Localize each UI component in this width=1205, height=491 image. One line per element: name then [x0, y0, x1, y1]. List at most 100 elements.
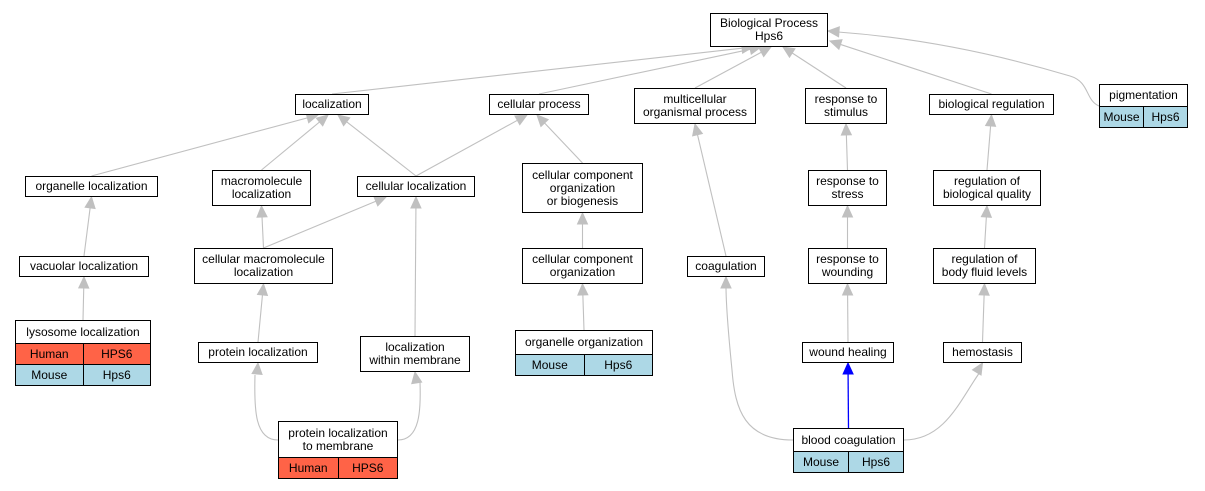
node-label: regulation of body fluid levels — [941, 252, 1028, 279]
edge-biological-regulation-to-root-arrowhead — [828, 39, 843, 51]
cellular-macromolecule-localization-node[interactable]: cellular macromolecule localization — [194, 248, 333, 284]
edge-vacuolar-localization-to-organelle-localization-arrowhead — [84, 195, 96, 210]
edge-organelle-organization-to-cco-arrowhead — [577, 282, 589, 296]
edge-regulation-quality-to-biological-regulation — [986, 125, 992, 171]
hemostasis-node[interactable]: hemostasis — [943, 342, 1022, 363]
regulation-quality-node[interactable]: regulation of biological quality — [933, 170, 1041, 206]
response-stimulus-node[interactable]: response to stimulus — [805, 88, 887, 124]
species-cell: Mouse — [1103, 109, 1140, 124]
edge-protein-localization-to-cellular-macromolecule-localization — [257, 294, 264, 343]
node-label: hemostasis — [952, 345, 1013, 359]
edge-cellular-localization-to-cellular-process — [415, 119, 518, 177]
localization-within-membrane-node[interactable]: localization within membrane — [360, 336, 470, 372]
edge-response-stimulus-to-root-arrowhead — [781, 46, 796, 59]
gene-cell: Hps6 — [848, 452, 903, 472]
edge-pigmentation-to-root — [837, 31, 1100, 107]
node-label: vacuolar localization — [29, 259, 139, 273]
edge-cco-to-ccob-arrowhead — [576, 211, 589, 225]
edge-response-stimulus-to-root — [791, 52, 847, 89]
gene-cell: Hps6 — [1143, 107, 1187, 127]
species-cell: Human — [29, 346, 69, 361]
cco-node[interactable]: cellular component organization — [522, 248, 643, 284]
vacuolar-localization-node[interactable]: vacuolar localization — [19, 256, 149, 277]
edge-pigmentation-to-root-arrowhead — [826, 26, 840, 38]
node-label: cellular localization — [365, 179, 467, 193]
edge-localization-within-membrane-to-cellular-localization — [414, 207, 417, 337]
ccob-node[interactable]: cellular component organization or bioge… — [522, 163, 643, 213]
node-label: response to stress — [816, 174, 879, 201]
node-label: regulation of biological quality — [942, 174, 1032, 201]
edge-protein-localization-membrane-to-protein-localization — [254, 374, 279, 441]
multicellular-node[interactable]: multicellular organismal process — [634, 88, 756, 124]
edge-coagulation-to-multicellular-arrowhead — [692, 122, 704, 137]
response-stress-node[interactable]: response to stress — [808, 170, 887, 206]
node-label: lysosome localization — [26, 324, 140, 339]
protein-localization-node[interactable]: protein localization — [198, 342, 318, 363]
edge-regulation-body-fluid-to-regulation-quality-arrowhead — [980, 204, 993, 218]
edge-hemostasis-to-regulation-body-fluid — [981, 294, 985, 343]
edge-ccob-to-cellular-process — [544, 122, 583, 164]
species-cell: Mouse — [802, 454, 840, 469]
edge-blood-coagulation-to-coagulation-arrowhead — [720, 275, 732, 289]
edge-macromolecule-localization-to-localization — [261, 121, 320, 171]
edge-protein-localization-membrane-to-localization-within-membrane — [397, 381, 421, 441]
edge-macromolecule-localization-to-localization-arrowhead — [315, 114, 329, 127]
node-label: localization within membrane — [369, 340, 461, 367]
node-label: blood coagulation — [801, 432, 896, 447]
edge-biological-regulation-to-root — [840, 43, 992, 95]
coagulation-node[interactable]: coagulation — [687, 256, 765, 277]
node-label: cellular process — [497, 97, 581, 111]
annotation-row-mouse: Mouse Hps6 — [794, 451, 903, 472]
node-label: wound healing — [809, 345, 887, 359]
edge-ccob-to-cellular-process-arrowhead — [536, 114, 550, 128]
edge-cellular-macromolecule-localization-to-cellular-localization — [263, 200, 377, 249]
edge-vacuolar-localization-to-organelle-localization — [83, 207, 91, 257]
cellular-localization-node[interactable]: cellular localization — [357, 176, 475, 197]
edge-blood-coagulation-to-hemostasis — [903, 371, 981, 441]
wound-healing-node[interactable]: wound healing — [802, 342, 894, 363]
macromolecule-localization-node[interactable]: macromolecule localization — [212, 170, 311, 206]
edge-blood-coagulation-to-wound-healing-arrowhead — [842, 361, 854, 375]
edge-cellular-localization-to-cellular-process-arrowhead — [514, 114, 529, 126]
organelle-localization-node[interactable]: organelle localization — [25, 176, 158, 197]
node-label: localization — [302, 97, 362, 111]
species-cell: Mouse — [531, 357, 568, 372]
edge-protein-localization-membrane-to-localization-within-membrane-arrowhead — [411, 370, 423, 385]
edge-response-stress-to-response-stimulus-arrowhead — [840, 122, 853, 136]
node-label: coagulation — [695, 259, 757, 273]
edge-multicellular-to-root-arrowhead — [758, 46, 773, 58]
edge-hemostasis-to-regulation-body-fluid-arrowhead — [978, 282, 990, 296]
edge-wound-healing-to-response-wounding-arrowhead — [841, 282, 854, 296]
localization-node[interactable]: localization — [295, 94, 369, 115]
node-label: pigmentation — [1109, 88, 1178, 102]
root-node[interactable]: Biological Process Hps6 — [710, 13, 828, 47]
cellular-process-node[interactable]: cellular process — [489, 94, 589, 115]
node-label: biological regulation — [938, 97, 1045, 111]
edge-localization-to-root — [331, 47, 743, 95]
edge-blood-coagulation-to-hemostasis-arrowhead — [971, 361, 984, 376]
species-cell: Mouse — [31, 367, 68, 382]
response-wounding-node[interactable]: response to wounding — [808, 248, 887, 284]
node-label: response to stimulus — [814, 92, 878, 119]
gene-cell: HPS6 — [82, 344, 151, 364]
edge-lysosome-localization-to-vacuolar-localization-arrowhead — [77, 275, 90, 289]
edge-cellular-macromolecule-localization-to-macromolecule-localization-arrowhead — [256, 204, 268, 218]
node-label: organelle organization — [524, 335, 644, 349]
annotation-row-human: Human HPS6 — [16, 343, 150, 364]
edge-cellular-process-to-root — [538, 48, 751, 95]
edge-cellular-macromolecule-localization-to-macromolecule-localization — [261, 216, 265, 249]
node-label: protein localization — [208, 345, 308, 359]
biological-regulation-node[interactable]: biological regulation — [929, 94, 1054, 115]
node-label: multicellular organismal process — [642, 92, 748, 119]
node-label: organelle localization — [35, 179, 148, 193]
regulation-body-fluid-node[interactable]: regulation of body fluid levels — [933, 248, 1036, 284]
edge-organelle-localization-to-localization — [91, 117, 308, 177]
edge-response-wounding-to-response-stress-arrowhead — [841, 204, 854, 218]
